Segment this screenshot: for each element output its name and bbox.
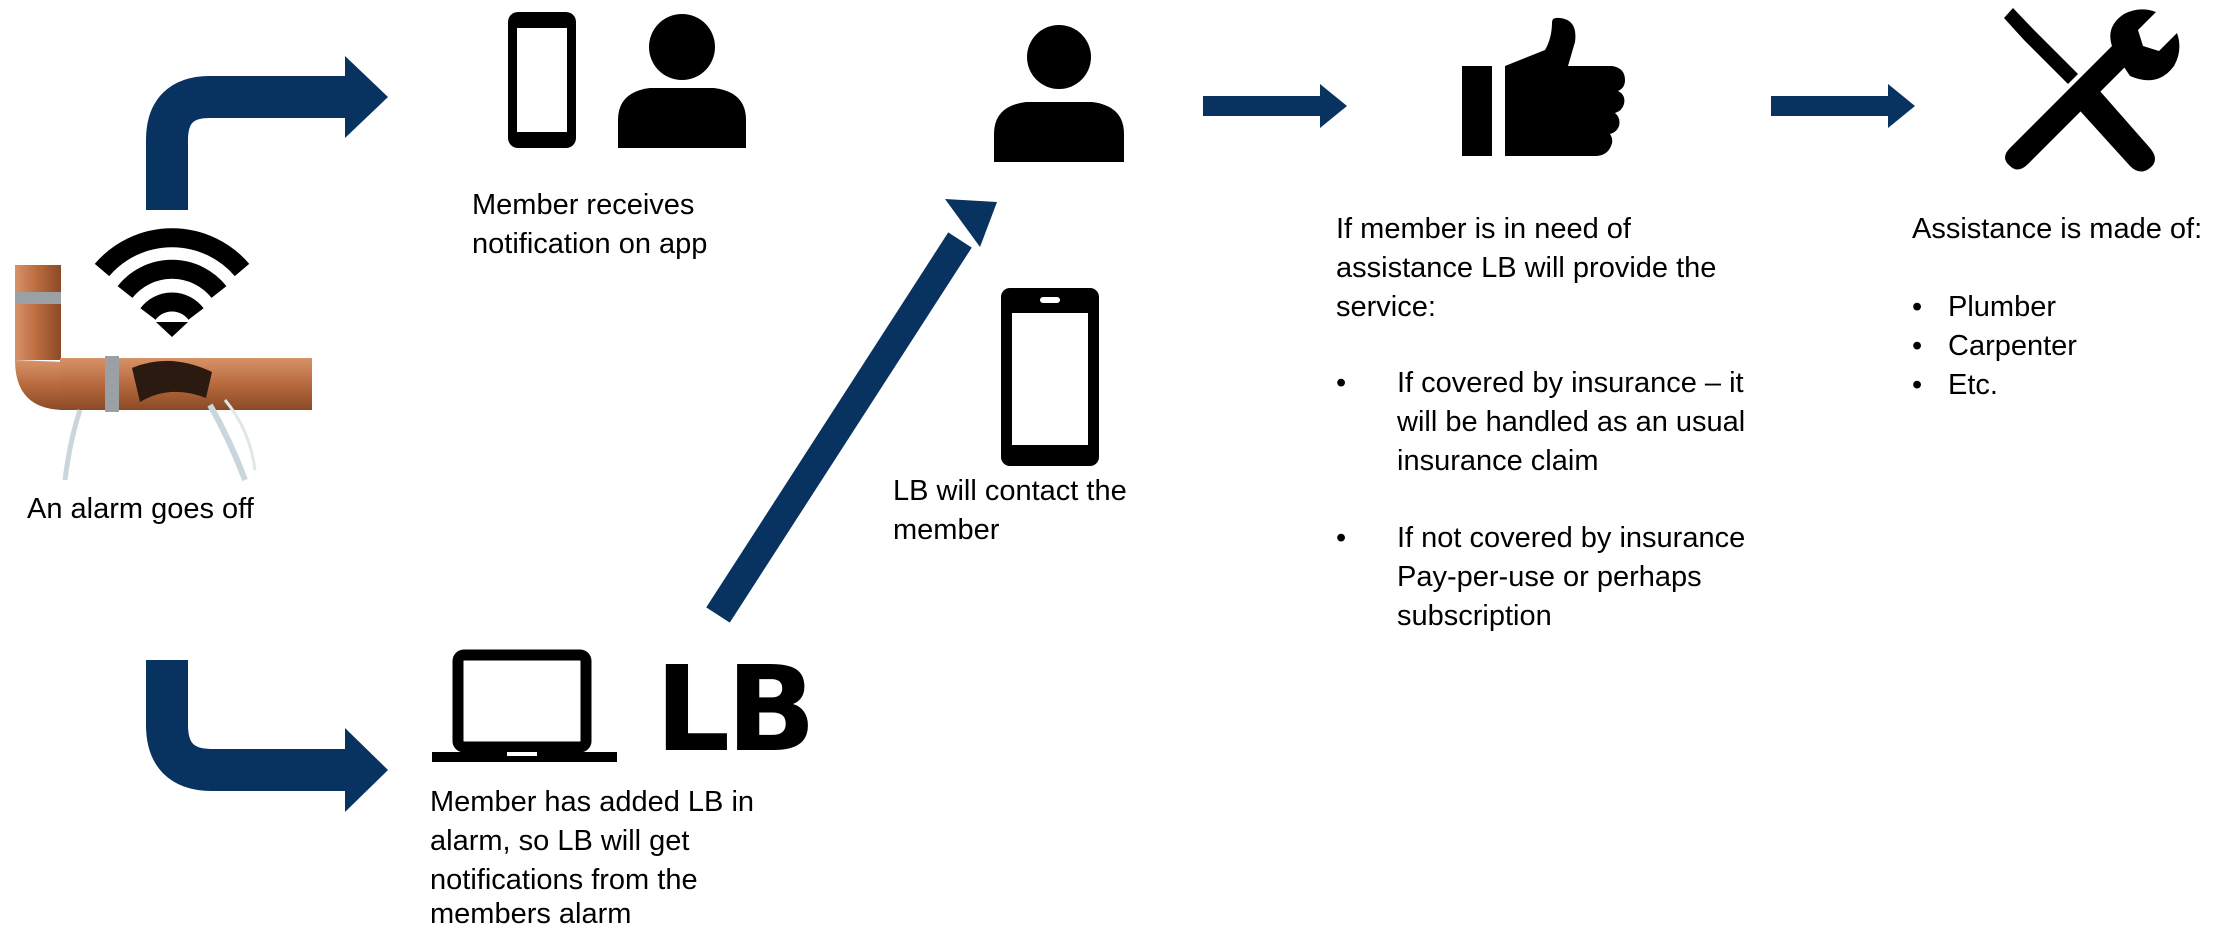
thumbs-up-icon [1462,17,1625,157]
arrow-person-to-thumb [1203,84,1347,128]
made-of-item: Carpenter [1948,330,2077,362]
member-app-caption-line2: notification on app [472,228,708,260]
bullet-marker: • [1912,369,1923,401]
member-app-caption-line1: Member receives [472,189,695,221]
made-of-item: Etc. [1948,369,1998,401]
lb-alarm-line1: Member has added LB in [430,786,755,818]
bullet1-line3: insurance claim [1397,445,1599,477]
wrench-screwdriver-icon [2004,8,2180,172]
made-of-item: Plumber [1948,291,2056,323]
bullet2-line2: Pay-per-use or perhaps [1397,561,1702,593]
contact-line1: LB will contact the [893,475,1127,507]
arrow-diagonal [706,199,997,623]
bullet-marker: • [1336,367,1347,399]
assistance-intro-line3: service: [1336,291,1436,323]
lb-logo: LB [655,640,816,778]
bullet1-line1: If covered by insurance – it [1397,367,1744,399]
person-icon [618,14,746,148]
arrow-thumb-to-tools [1771,84,1915,128]
assistance-intro-line1: If member is in need of [1336,213,1631,245]
leaking-pipe-image [15,265,312,482]
made-of-title: Assistance is made of: [1912,213,2203,245]
bullet-marker: • [1912,291,1923,323]
wifi-icon [94,228,250,337]
person-icon [994,25,1124,162]
arrow-down-right [146,660,388,812]
assistance-intro-line2: assistance LB will provide the [1336,252,1717,284]
bullet-marker: • [1912,330,1923,362]
bullet-marker: • [1336,522,1347,554]
alarm-caption: An alarm goes off [27,493,254,525]
lb-alarm-line2: alarm, so LB will get [430,825,690,857]
smartphone-icon [508,12,576,148]
smartphone-icon [1001,288,1099,466]
contact-line2: member [893,514,1000,546]
lb-alarm-line4: members alarm [430,898,632,930]
bullet2-line3: subscription [1397,600,1552,632]
bullet1-line2: will be handled as an usual [1397,406,1746,438]
laptop-icon [432,649,617,762]
arrow-up-right [146,56,388,210]
bullet2-line1: If not covered by insurance [1397,522,1746,554]
lb-alarm-line3: notifications from the [430,864,698,896]
